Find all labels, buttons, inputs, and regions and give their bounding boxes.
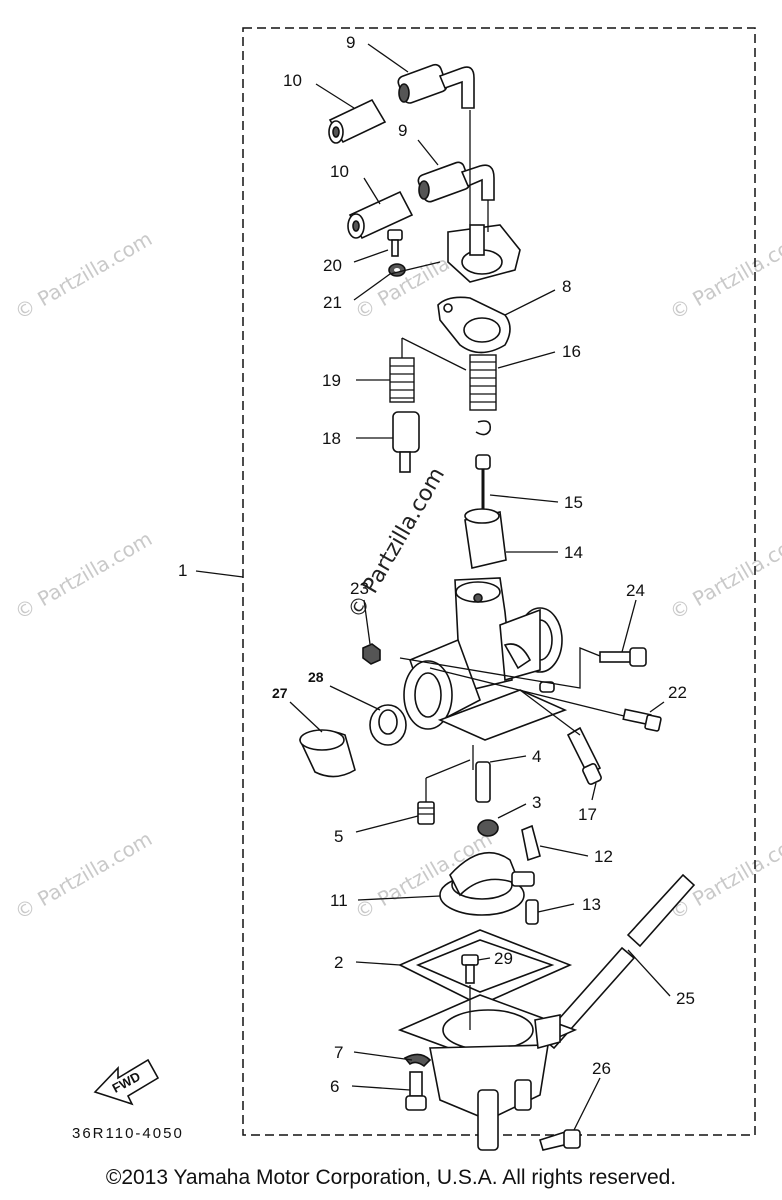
callout-24: 24	[626, 581, 645, 600]
callout-25: 25	[676, 989, 695, 1008]
part-pilot-jet	[417, 759, 471, 825]
part-gasket-plate	[437, 296, 511, 354]
part-joint	[369, 704, 407, 746]
callout-1: 1	[178, 561, 187, 580]
callout-27: 27	[272, 685, 288, 701]
watermark: © Partzilla.com	[344, 463, 451, 623]
callout-13: 13	[582, 895, 601, 914]
part-float-chamber-gasket	[398, 929, 573, 1006]
part-drain-tube	[540, 873, 696, 1050]
part-hose-elbow-upper	[397, 63, 475, 109]
callout-11: 11	[330, 891, 348, 910]
part-screw-22	[622, 708, 662, 732]
part-screw-20	[387, 229, 403, 257]
watermark: © Partzilla.com	[11, 826, 157, 924]
callout-7: 7	[334, 1043, 343, 1062]
callout-3: 3	[532, 793, 541, 812]
callout-10: 10	[283, 71, 302, 90]
watermark: © Partzilla.com	[666, 226, 782, 324]
part-cap-lower	[347, 190, 414, 240]
callout-20: 20	[323, 256, 342, 275]
part-float-chamber	[397, 985, 578, 1151]
callout-5: 5	[334, 827, 343, 846]
part-clip-7	[403, 1053, 432, 1068]
callout-8: 8	[562, 277, 571, 296]
assembly-boundary	[242, 27, 756, 1136]
callout-16: 16	[562, 342, 581, 361]
callout-12: 12	[594, 847, 613, 866]
callout-9: 9	[398, 121, 407, 140]
callout-21: 21	[323, 293, 342, 312]
part-pilot-screw	[566, 726, 602, 785]
callout-22: 22	[668, 683, 687, 702]
part-main-jet	[477, 819, 499, 837]
part-spring-16	[469, 354, 497, 411]
part-drain-screw	[539, 1129, 581, 1151]
callout-19: 19	[322, 371, 341, 390]
callout-26: 26	[592, 1059, 611, 1078]
callout-9: 9	[346, 33, 355, 52]
callout-15: 15	[564, 493, 583, 512]
part-screw-6	[405, 1071, 427, 1111]
part-starter-plunger	[392, 411, 420, 473]
part-screw-29	[461, 954, 479, 984]
callout-29: 29	[494, 949, 513, 968]
part-hose-elbow-lower	[417, 161, 495, 203]
diagram-code: 36R110-4050	[72, 1125, 184, 1142]
part-cap-upper	[328, 98, 387, 144]
part-throttle-valve	[464, 508, 507, 569]
part-needle-valve	[521, 824, 541, 862]
callout-28: 28	[308, 669, 324, 685]
callout-2: 2	[334, 953, 343, 972]
watermark: © Partzilla.com	[666, 526, 782, 624]
watermark: © Partzilla.com	[11, 526, 157, 624]
callout-17: 17	[578, 805, 597, 824]
copyright-notice: ©2013 Yamaha Motor Corporation, U.S.A. A…	[105, 1166, 677, 1189]
callout-23: 23	[350, 579, 369, 598]
part-top-cover	[447, 110, 521, 283]
callout-14: 14	[564, 543, 583, 562]
watermark: © Partzilla.com	[11, 226, 157, 324]
part-float-pin	[525, 899, 539, 925]
part-screw-24	[599, 647, 647, 667]
callouts: 9 10 9 10 20 21 8 16 19 18 15 14 1 23 24	[178, 33, 695, 1131]
part-clamp	[298, 729, 356, 778]
carburetor-exploded-diagram: © Partzilla.com © Partzilla.com © Partzi…	[11, 27, 782, 1151]
callout-10: 10	[330, 162, 349, 181]
part-carburetor-body	[403, 577, 568, 741]
part-nut-23	[362, 643, 381, 665]
part-clip	[475, 420, 492, 436]
callout-18: 18	[322, 429, 341, 448]
part-main-nozzle	[472, 745, 491, 803]
callout-6: 6	[330, 1077, 339, 1096]
watermarks: © Partzilla.com © Partzilla.com © Partzi…	[11, 226, 782, 924]
part-float	[439, 851, 535, 916]
part-spring-19	[389, 337, 467, 403]
callout-4: 4	[532, 747, 541, 766]
fwd-arrow-icon: FWD	[93, 1058, 160, 1106]
